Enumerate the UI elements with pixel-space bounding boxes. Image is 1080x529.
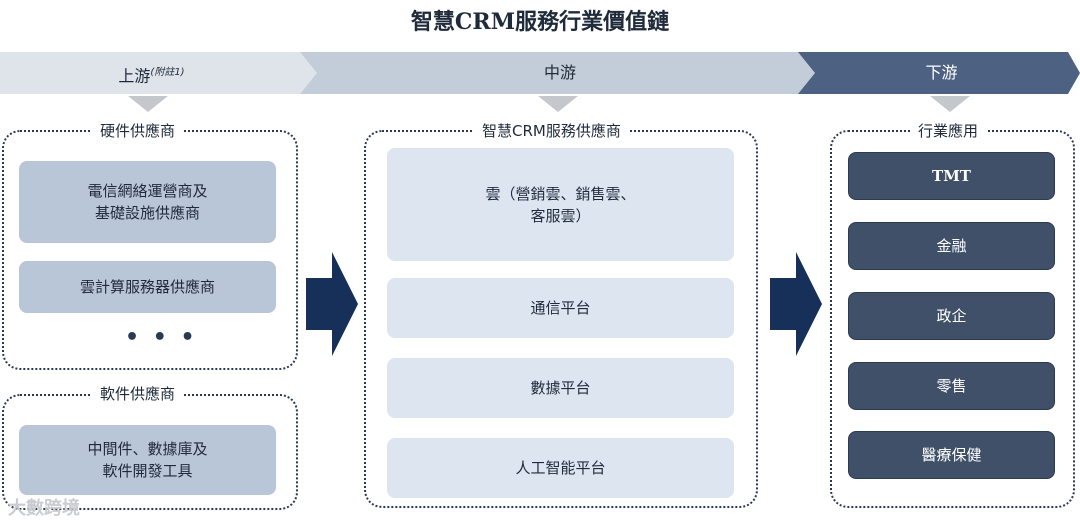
software-group-label: 軟件供應商 [92, 383, 184, 404]
flow-arrow-right-icon [306, 252, 358, 356]
telecom-infra-box: 電信網絡運營商及 基礎設施供應商 [19, 161, 276, 243]
middleware-box: 中間件、數據庫及 軟件開發工具 [19, 425, 276, 495]
banner-upstream: 上游(附註1) [0, 52, 320, 94]
ellipsis-more: • • • [125, 325, 198, 350]
industry-retail-box: 零售 [848, 362, 1055, 410]
ai-platform-box: 人工智能平台 [387, 438, 734, 498]
drop-triangle-upstream [128, 96, 168, 112]
watermark: 大數跨境 [8, 498, 80, 519]
banner-downstream: 下游 [798, 52, 1080, 94]
communication-platform-box: 通信平台 [387, 278, 734, 338]
industry-application-group-label: 行業應用 [910, 120, 987, 141]
industry-tmt-box: TMT [848, 152, 1055, 200]
page-title: 智慧CRM服務行業價值鏈 [410, 9, 670, 35]
flow-arrow-right-icon-2 [770, 252, 822, 356]
banner-downstream-label: 下游 [925, 63, 958, 82]
crm-provider-group-label: 智慧CRM服務供應商 [474, 120, 629, 141]
drop-triangle-downstream [930, 96, 970, 112]
cloud-services-box: 雲（營銷雲、銷售雲、 客服雲） [387, 148, 734, 261]
industry-healthcare-box: 醫療保健 [848, 431, 1055, 479]
upstream-note: (附註1) [150, 67, 185, 78]
banner-upstream-label: 上游(附註1) [0, 52, 303, 94]
industry-government-box: 政企 [848, 292, 1055, 340]
banner-midstream-label: 中游 [543, 63, 576, 82]
banner-midstream: 中游 [300, 52, 820, 94]
data-platform-box: 數據平台 [387, 358, 734, 418]
cloud-server-box: 雲計算服務器供應商 [19, 261, 276, 313]
drop-triangle-midstream [538, 96, 578, 112]
hardware-group-label: 硬件供應商 [92, 120, 184, 141]
industry-finance-box: 金融 [848, 222, 1055, 270]
upstream-label-text: 上游 [118, 66, 151, 86]
